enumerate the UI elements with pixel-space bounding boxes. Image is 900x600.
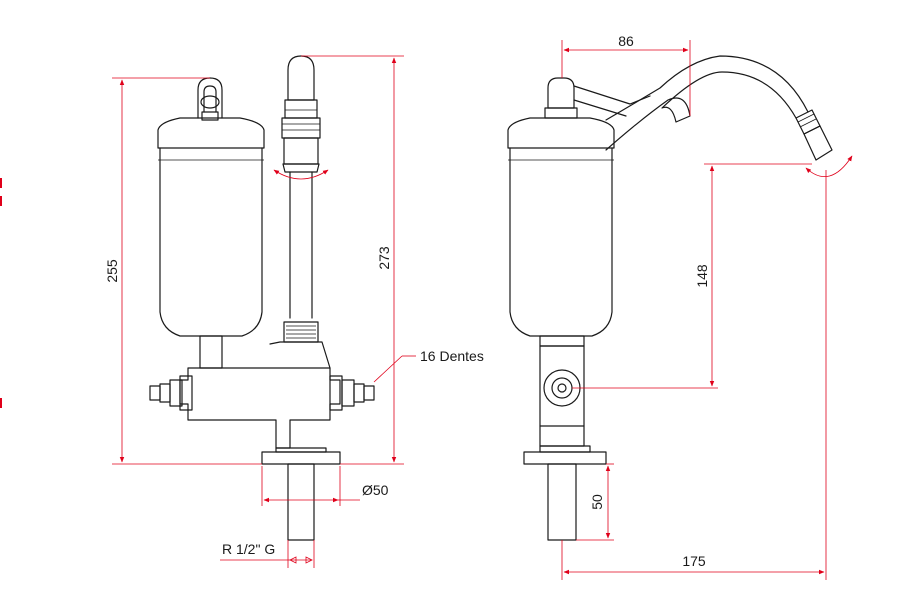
front-rotation-arrow xyxy=(273,169,329,180)
front-threaded-shank xyxy=(287,463,315,541)
front-handle-loop xyxy=(197,77,223,121)
dim-teeth-leader: 16 Dentes xyxy=(373,348,484,383)
side-cartridge-body xyxy=(509,147,613,337)
dim-side-spout-height: 148 xyxy=(572,163,812,389)
dim-front-spout-height: 273 xyxy=(301,55,404,465)
label-side-total-reach: 175 xyxy=(682,553,706,569)
dim-side-total-reach: 175 xyxy=(561,170,827,580)
side-rotation-arrow xyxy=(805,155,853,177)
front-spout-tube xyxy=(281,55,321,343)
front-base-flange xyxy=(261,451,341,465)
dim-base-diameter: Ø50 xyxy=(261,466,389,506)
side-threaded-shank xyxy=(547,463,577,541)
label-front-spout-height: 273 xyxy=(376,246,392,270)
side-cartridge-cap xyxy=(507,117,615,149)
side-view: 86 148 50 175 xyxy=(507,33,853,580)
front-cartridge-cap xyxy=(157,117,265,149)
dim-side-spout-reach: 86 xyxy=(561,33,691,116)
label-side-spout-reach: 86 xyxy=(618,33,634,49)
dim-front-overall-height: 255 xyxy=(104,77,262,465)
front-cartridge-body xyxy=(159,147,263,337)
front-horizontal-body xyxy=(149,341,375,449)
dim-thread: R 1/2" G xyxy=(220,540,315,568)
dim-side-shank-length: 50 xyxy=(576,463,614,541)
label-thread: R 1/2" G xyxy=(222,541,275,557)
side-spout-arc xyxy=(605,55,833,161)
label-side-spout-height: 148 xyxy=(694,264,710,288)
label-front-overall-height: 255 xyxy=(104,259,120,283)
label-teeth: 16 Dentes xyxy=(420,348,484,364)
front-view: 255 273 16 Dentes Ø50 xyxy=(104,55,484,568)
edge-marks xyxy=(0,178,2,408)
side-lower-body xyxy=(539,335,585,447)
label-side-shank-length: 50 xyxy=(589,494,605,510)
side-lever xyxy=(544,77,651,119)
side-base-flange xyxy=(523,451,607,465)
label-base-diameter: Ø50 xyxy=(362,482,389,498)
